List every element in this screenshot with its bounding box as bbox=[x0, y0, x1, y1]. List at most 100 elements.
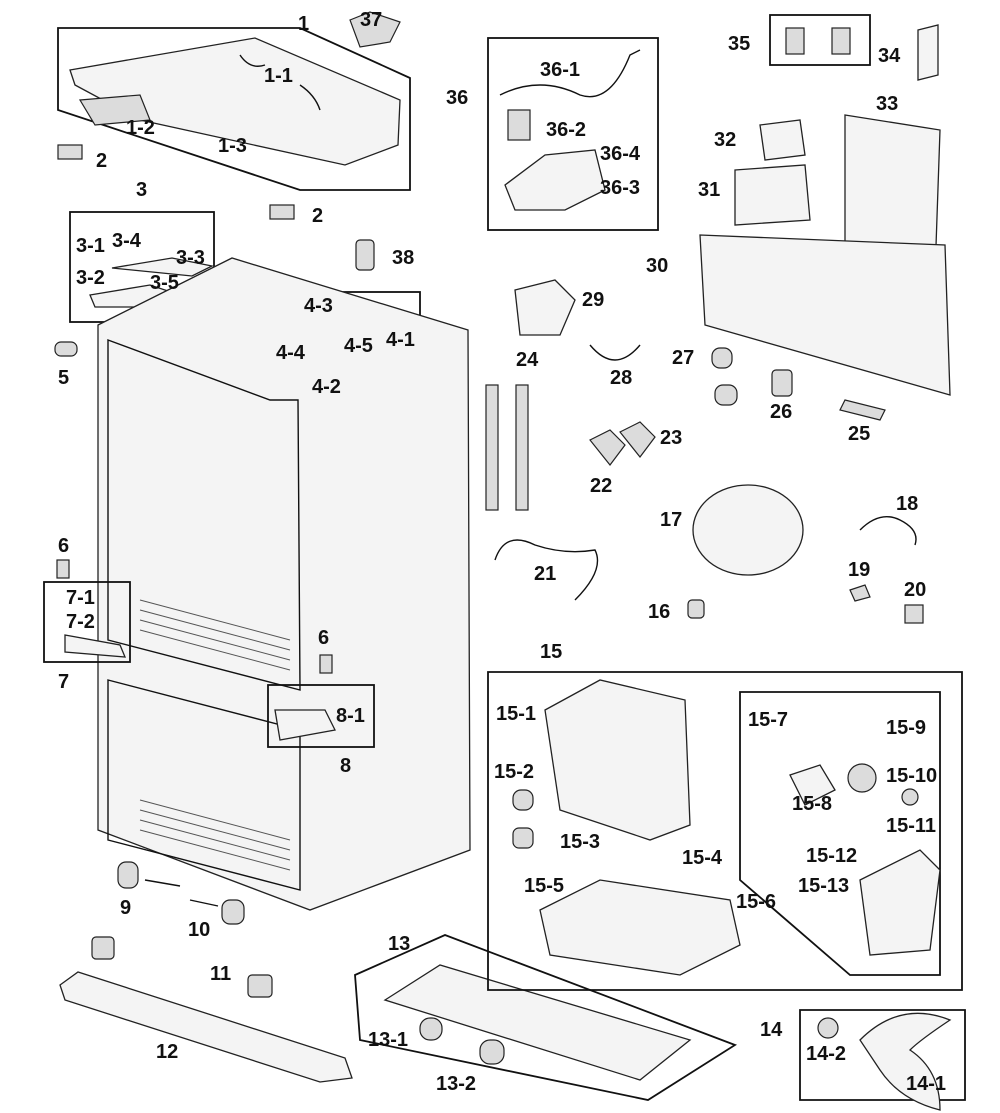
label-13: 13 bbox=[388, 933, 410, 955]
label-2-left: 2 bbox=[96, 150, 107, 172]
part-22 bbox=[589, 429, 626, 466]
label-16: 16 bbox=[648, 601, 670, 623]
wire-21 bbox=[494, 539, 599, 601]
part-15-11 bbox=[901, 788, 919, 806]
label-1-1: 1-1 bbox=[264, 65, 293, 87]
label-4-3: 4-3 bbox=[304, 295, 333, 317]
roller-10 bbox=[221, 899, 245, 925]
caster-13-1 bbox=[419, 1017, 443, 1041]
group-14-frame bbox=[799, 1009, 966, 1101]
label-4-2: 4-2 bbox=[312, 376, 341, 398]
group-35-frame bbox=[769, 14, 871, 66]
label-7: 7 bbox=[58, 671, 69, 693]
label-1-3: 1-3 bbox=[218, 135, 247, 157]
label-14-1: 14-1 bbox=[906, 1073, 946, 1095]
label-3-2: 3-2 bbox=[76, 267, 105, 289]
label-15-8: 15-8 bbox=[792, 793, 832, 815]
leveler-11 bbox=[247, 974, 273, 998]
part-15-2 bbox=[512, 789, 534, 811]
group-1-frame bbox=[57, 27, 411, 191]
label-13-1: 13-1 bbox=[368, 1029, 408, 1051]
label-35: 35 bbox=[728, 33, 750, 55]
label-28: 28 bbox=[610, 367, 632, 389]
part-2-right bbox=[269, 204, 295, 220]
label-6-left: 6 bbox=[58, 535, 69, 557]
part-37 bbox=[349, 11, 401, 48]
label-10: 10 bbox=[188, 919, 210, 941]
label-8-1: 8-1 bbox=[336, 705, 365, 727]
tube-24-right bbox=[515, 384, 529, 511]
part-20 bbox=[904, 604, 924, 624]
pin-10 bbox=[189, 899, 219, 907]
group-13-frame bbox=[354, 934, 738, 1101]
label-19: 19 bbox=[848, 559, 870, 581]
part-34 bbox=[917, 24, 939, 81]
group-15-6-frame bbox=[739, 691, 941, 976]
label-23: 23 bbox=[660, 427, 682, 449]
label-26: 26 bbox=[770, 401, 792, 423]
part-15-2-b bbox=[512, 827, 534, 849]
base-grille-12 bbox=[59, 971, 353, 1083]
label-3-4: 3-4 bbox=[112, 230, 142, 252]
label-3-3: 3-3 bbox=[176, 247, 205, 269]
label-3-5: 3-5 bbox=[150, 272, 179, 294]
bracket-8 bbox=[274, 709, 336, 741]
label-15-9: 15-9 bbox=[886, 717, 926, 739]
label-13-2: 13-2 bbox=[436, 1073, 476, 1095]
label-38: 38 bbox=[392, 247, 414, 269]
evaporator-15-1 bbox=[544, 679, 691, 841]
label-15-10: 15-10 bbox=[886, 765, 937, 787]
part-2-left bbox=[57, 144, 83, 160]
roller-9 bbox=[117, 861, 139, 889]
label-36-1: 36-1 bbox=[540, 59, 580, 81]
caster-13-2 bbox=[479, 1039, 505, 1065]
label-5: 5 bbox=[58, 367, 69, 389]
group-36-frame bbox=[487, 37, 659, 231]
label-15-13: 15-13 bbox=[798, 875, 849, 897]
label-15: 15 bbox=[540, 641, 562, 663]
label-32: 32 bbox=[714, 129, 736, 151]
group-8-frame bbox=[267, 684, 375, 748]
label-7-1: 7-1 bbox=[66, 587, 95, 609]
power-cord-36-1 bbox=[499, 49, 641, 98]
top-cover-group bbox=[57, 27, 411, 191]
label-36-2: 36-2 bbox=[546, 119, 586, 141]
label-21: 21 bbox=[534, 563, 556, 585]
label-27: 27 bbox=[672, 347, 694, 369]
motor-15-10 bbox=[847, 763, 877, 793]
label-11: 11 bbox=[210, 963, 231, 985]
label-15-5: 15-5 bbox=[524, 875, 564, 897]
label-14-2: 14-2 bbox=[806, 1043, 846, 1065]
label-15-2: 15-2 bbox=[494, 761, 534, 783]
label-15-6: 15-6 bbox=[736, 891, 776, 913]
label-8: 8 bbox=[340, 755, 351, 777]
label-37: 37 bbox=[360, 9, 382, 31]
part-labels: 1 1-1 1-2 1-3 2 2 3 3-1 3-4 3-3 3-2 3-5 … bbox=[58, 9, 946, 1095]
part-25 bbox=[839, 399, 886, 421]
part-35-b bbox=[831, 27, 851, 55]
switch-36-2 bbox=[507, 109, 531, 141]
fresh-food-shelf-ribs bbox=[139, 599, 291, 671]
part-38 bbox=[355, 239, 375, 271]
wire-harness-1-1 bbox=[239, 54, 321, 111]
label-25: 25 bbox=[848, 423, 870, 445]
part-23 bbox=[619, 421, 656, 458]
part-27-b bbox=[714, 384, 738, 406]
label-3-1: 3-1 bbox=[76, 235, 105, 257]
label-14: 14 bbox=[760, 1019, 783, 1041]
label-20: 20 bbox=[904, 579, 926, 601]
label-15-12: 15-12 bbox=[806, 845, 857, 867]
label-17: 17 bbox=[660, 509, 682, 531]
label-18: 18 bbox=[896, 493, 918, 515]
group-15-frame bbox=[487, 671, 963, 991]
compressor-17 bbox=[692, 484, 804, 576]
bottom-plate-13 bbox=[383, 964, 692, 1081]
label-36-3: 36-3 bbox=[600, 177, 640, 199]
board-32 bbox=[759, 119, 806, 161]
part-19 bbox=[849, 584, 871, 602]
label-15-4: 15-4 bbox=[682, 847, 723, 869]
fresh-food-compartment bbox=[107, 338, 301, 691]
cover-36-3 bbox=[504, 149, 606, 211]
label-9: 9 bbox=[120, 897, 131, 919]
